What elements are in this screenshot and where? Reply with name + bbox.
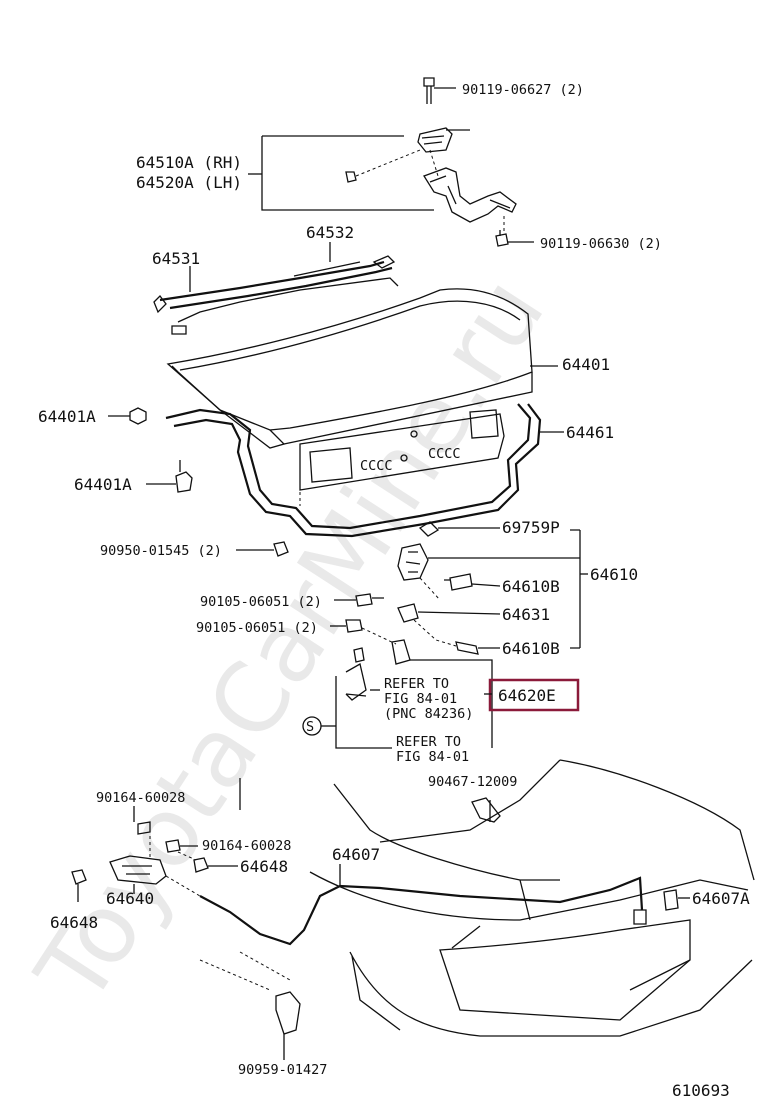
label-90164-60028-upper: 90164-60028 (96, 790, 185, 806)
label-69759p: 69759P (502, 518, 560, 537)
label-90105-06051-lower: 90105-06051 (2) (196, 620, 318, 636)
label-64461: 64461 (566, 423, 614, 442)
label-64648-left: 64648 (50, 913, 98, 932)
label-90164-60028-lower: 90164-60028 (202, 838, 291, 854)
svg-text:CCCC: CCCC (428, 446, 461, 462)
hinge-assembly (248, 77, 534, 247)
label-90959-01427: 90959-01427 (238, 1062, 327, 1078)
trunk-lid (166, 288, 558, 449)
label-90105-06051-upper: 90105-06051 (2) (200, 594, 322, 610)
refer2-line2: FIG 84-01 (396, 749, 469, 765)
clips (108, 407, 289, 557)
label-64648-right: 64648 (240, 857, 288, 876)
label-64520a: 64520A (LH) (136, 173, 242, 192)
label-64620e: 64620E (498, 686, 556, 705)
svg-text:CCCC: CCCC (360, 458, 393, 474)
car-body (199, 759, 755, 1060)
label-64640: 64640 (106, 889, 154, 908)
label-64610b-lower: 64610B (502, 639, 560, 658)
label-64510a: 64510A (RH) (136, 153, 242, 172)
label-64610: 64610 (590, 565, 638, 584)
label-64607: 64607 (332, 845, 380, 864)
label-90119-06630: 90119-06630 (2) (540, 236, 662, 252)
label-64610b-upper: 64610B (502, 577, 560, 596)
watermark: ToyotaCarMine.ru (15, 258, 566, 1023)
weatherstrip: CCCC CCCC (165, 403, 564, 538)
label-64532: 64532 (306, 223, 354, 242)
refer1-line2: FIG 84-01 (384, 691, 457, 707)
diagram-number: 610693 (672, 1081, 730, 1100)
torsion-bars (153, 242, 399, 335)
label-64401a-lower: 64401A (74, 475, 132, 494)
label-64401a-upper: 64401A (38, 407, 96, 426)
label-64401: 64401 (562, 355, 610, 374)
lever-assembly (71, 778, 501, 902)
label-90950-01545: 90950-01545 (2) (100, 543, 222, 559)
label-90119-06627: 90119-06627 (2) (462, 82, 584, 98)
label-64607a: 64607A (692, 889, 750, 908)
label-64631: 64631 (502, 605, 550, 624)
s-symbol: S (306, 719, 314, 735)
refer2-line1: REFER TO (396, 734, 461, 750)
highlight-box (488, 678, 580, 712)
label-64531: 64531 (152, 249, 200, 268)
refer1-line3: (PNC 84236) (384, 706, 473, 722)
refer1-line1: REFER TO (384, 676, 449, 692)
label-90467-12009: 90467-12009 (428, 774, 517, 790)
lock-assembly (302, 521, 588, 749)
